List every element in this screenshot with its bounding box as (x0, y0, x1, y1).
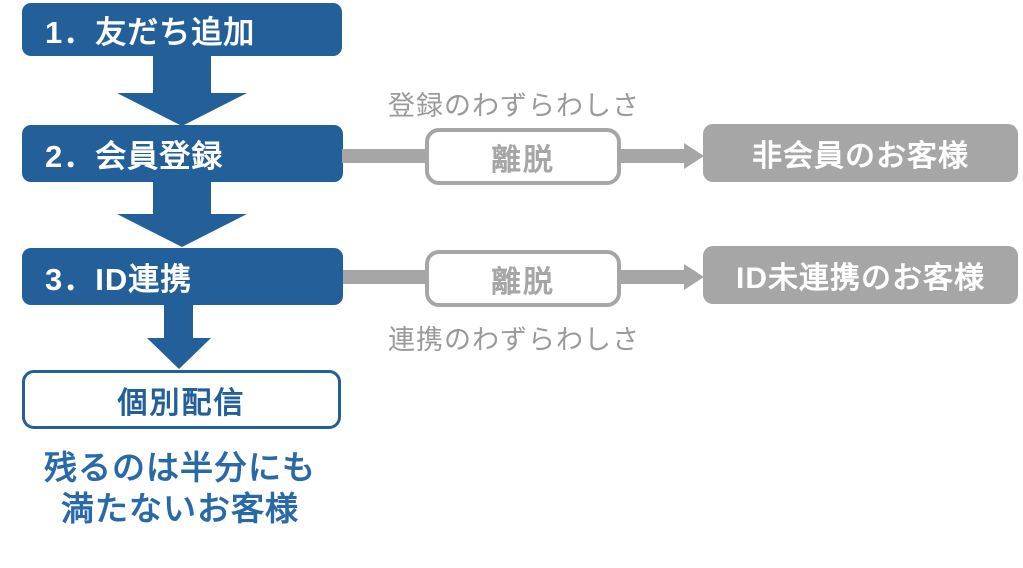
branch-2-connector-left (343, 270, 425, 284)
branch-1-connector-right (620, 149, 684, 163)
down-arrow-1-shaft (153, 54, 211, 94)
result-box-individual-delivery: 個別配信 (22, 370, 341, 429)
step-box-member-registration: 2．会員登録 (22, 125, 343, 182)
step-label-member-registration: 2．会員登録 (45, 139, 224, 174)
branch-1-connector-left (342, 149, 426, 163)
outcome-label-id-unlinked: ID未連携のお客様 (736, 262, 985, 295)
branch-2-connector-right (620, 270, 684, 284)
down-arrow-2-shaft (153, 181, 211, 215)
churn-label-1: 離脱 (491, 143, 555, 177)
annotation-registration-hassle: 登録のわずらわしさ (388, 91, 640, 121)
down-arrow-3-icon (147, 338, 211, 369)
right-arrow-1-icon (684, 143, 704, 169)
outcome-box-id-unlinked: ID未連携のお客様 (703, 246, 1018, 304)
churn-box-2: 離脱 (425, 250, 621, 307)
churn-label-2: 離脱 (491, 265, 555, 299)
churn-box-1: 離脱 (425, 128, 621, 185)
conclusion-line-1: 残るのは半分にも (44, 449, 316, 486)
result-label: 個別配信 (117, 386, 246, 420)
down-arrow-3-shaft (164, 304, 193, 339)
down-arrow-1-icon (117, 93, 247, 126)
step-label-add-friend: 1．友だち追加 (45, 15, 256, 50)
step-box-id-link: 3．ID連携 (22, 248, 343, 305)
conclusion-text: 残るのは半分にも 満たないお客様 (0, 447, 360, 529)
right-arrow-2-icon (684, 264, 704, 290)
conclusion-line-2: 満たないお客様 (61, 490, 299, 527)
outcome-box-non-member: 非会員のお客様 (703, 124, 1018, 182)
outcome-label-non-member: 非会員のお客様 (752, 140, 969, 173)
step-label-id-link: 3．ID連携 (45, 262, 193, 297)
step-box-add-friend: 1．友だち追加 (22, 3, 342, 56)
annotation-link-hassle: 連携のわずらわしさ (388, 325, 640, 355)
down-arrow-2-icon (117, 214, 247, 247)
